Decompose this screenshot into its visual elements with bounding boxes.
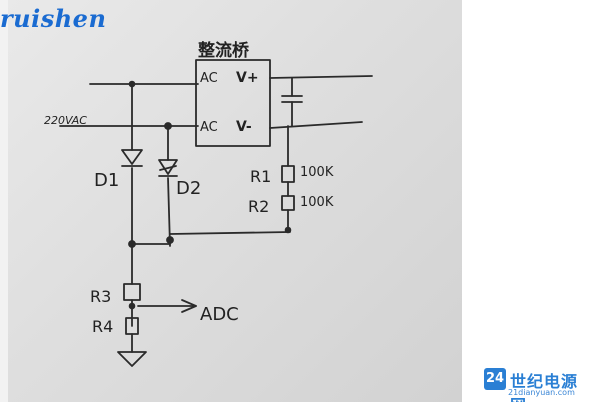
rail-v-plus <box>269 75 373 79</box>
diode-d2-cross <box>159 165 177 171</box>
resistor-r2 <box>281 195 295 211</box>
paper-photo <box>8 0 462 402</box>
input-voltage-label: 220VAC <box>44 114 87 127</box>
pin-ac-bottom: AC <box>200 120 218 135</box>
bridge-rectifier-box <box>195 59 271 147</box>
r3-label: R3 <box>90 287 111 306</box>
bridge-title: 整流桥 <box>198 40 250 61</box>
left-margin <box>0 0 8 402</box>
resistor-r1 <box>281 165 295 183</box>
return-wire <box>169 231 291 235</box>
site-watermark-url: 21dianyuan.com <box>508 388 575 397</box>
r2-value: 100K <box>300 195 334 210</box>
adc-arrow-head <box>181 299 197 313</box>
node-ac-bottom <box>164 122 172 130</box>
r2-label: R2 <box>248 197 269 216</box>
r1-value: 100K <box>300 165 334 180</box>
adc-label: ADC <box>200 304 239 325</box>
node-r2-bottom <box>284 226 292 234</box>
node-top <box>128 80 136 88</box>
right-margin <box>462 0 600 402</box>
site-watermark-name: 世纪电源网 <box>510 372 579 402</box>
r1-label: R1 <box>250 167 271 186</box>
diode-d1-label: D1 <box>94 170 119 191</box>
diode-d1-triangle <box>121 149 143 165</box>
ground-icon <box>117 351 147 367</box>
wire-d2-bottom <box>167 177 171 247</box>
watermark-logo: ruishen <box>0 4 107 33</box>
pin-ac-top: AC <box>200 71 218 86</box>
rail-v-minus <box>269 121 363 129</box>
site-watermark: 24 世纪电源网 21dianyuan.com <box>484 368 594 402</box>
resistor-r3 <box>123 283 141 301</box>
node-right-mid <box>166 236 174 244</box>
pin-v-minus: V- <box>236 119 252 135</box>
pin-v-plus: V+ <box>236 70 259 86</box>
diode-d2-label: D2 <box>176 178 201 199</box>
r4-label: R4 <box>92 317 113 336</box>
site-watermark-icon: 24 <box>484 368 506 390</box>
